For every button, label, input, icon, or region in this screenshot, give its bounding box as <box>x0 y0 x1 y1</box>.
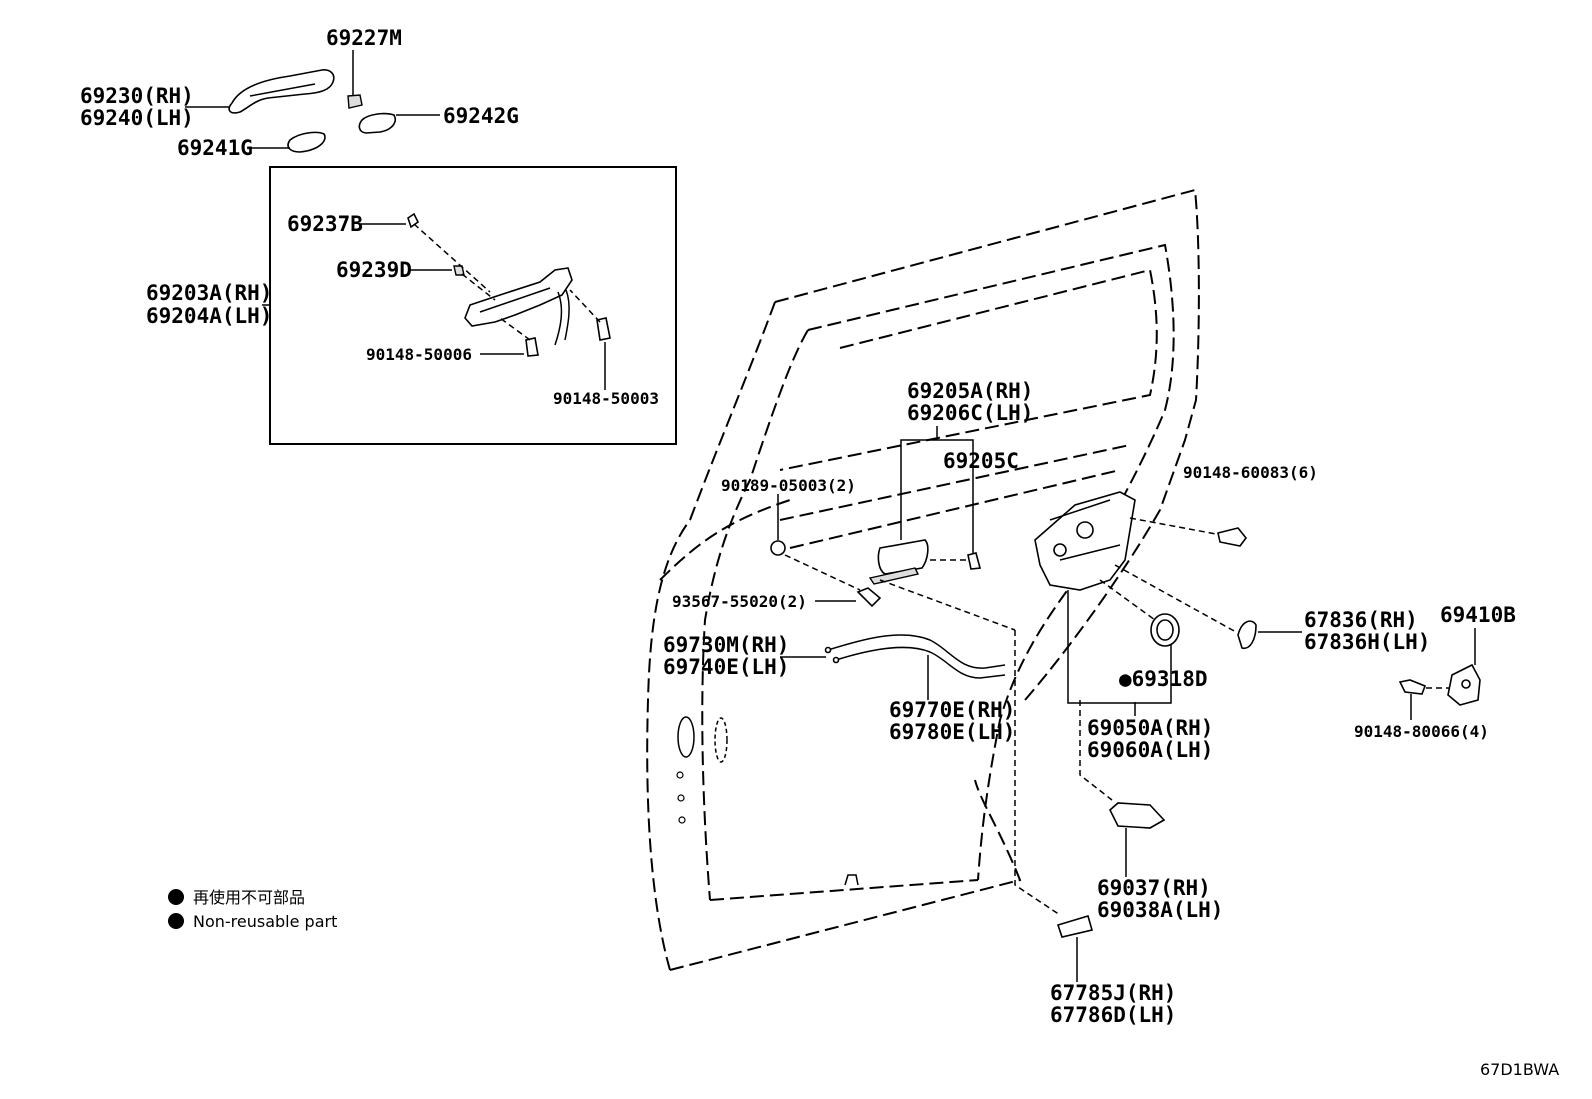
label-67836: 67836(RH) <box>1304 608 1418 632</box>
outside-handle-group <box>185 50 440 153</box>
key-cap-part <box>347 94 363 109</box>
label-69770E: 69770E(RH) <box>889 698 1015 722</box>
screw-93567-part <box>856 587 882 608</box>
label-69037: 69037(RH) <box>1097 876 1211 900</box>
outside-handle-part <box>228 69 335 114</box>
label-69318D: ●69318D <box>1119 667 1208 691</box>
handle-frame-part <box>464 267 573 327</box>
handle-frame-contents <box>262 212 611 390</box>
label-69038A: 69038A(LH) <box>1097 898 1223 922</box>
screw-80066-part <box>1398 679 1427 695</box>
label-69239D: 69239D <box>336 258 412 282</box>
label-69205C: 69205C <box>943 449 1019 473</box>
legend-english: Non-reusable part <box>193 912 337 931</box>
label-90148-50006: 90148-50006 <box>366 345 472 364</box>
label-67836H: 67836H(LH) <box>1304 630 1430 654</box>
inside-handle-part <box>877 539 929 575</box>
door-hole <box>676 771 684 779</box>
label-69241G: 69241G <box>177 136 253 160</box>
cables-group <box>780 634 1006 700</box>
bolt-50006-part <box>525 337 539 357</box>
label-69242G: 69242G <box>443 104 519 128</box>
cap-69237B-part <box>407 212 420 229</box>
label-69730M: 69730M(RH) <box>663 633 789 657</box>
label-69780E: 69780E(LH) <box>889 720 1015 744</box>
door-hole <box>677 794 685 802</box>
non-reusable-bullet-icon <box>168 913 184 929</box>
label-90189-05003: 90189-05003(2) <box>721 476 856 495</box>
cushion-67836-part <box>1237 620 1257 649</box>
label-69205A: 69205A(RH) <box>907 379 1033 403</box>
label-90148-80066: 90148-80066(4) <box>1354 722 1489 741</box>
bolt-50003-part <box>596 317 611 341</box>
legend: 再使用不可部品 Non-reusable part <box>168 888 337 931</box>
label-69203A: 69203A(RH) <box>146 281 272 305</box>
door-hole <box>678 816 686 824</box>
label-69227M: 69227M <box>326 26 402 50</box>
bezel-69205C-part <box>967 552 982 570</box>
door-hole <box>677 716 695 758</box>
door-hole <box>714 717 728 763</box>
label-67786D: 67786D(LH) <box>1050 1003 1176 1027</box>
label-69237B: 69237B <box>287 212 363 236</box>
label-69740E: 69740E(LH) <box>663 655 789 679</box>
label-93567-55020: 93567-55020(2) <box>672 592 807 611</box>
label-69204A: 69204A(LH) <box>146 304 272 328</box>
label-69230: 69230(RH) <box>80 84 194 108</box>
inside-handle-group <box>770 426 982 608</box>
label-90148-50003: 90148-50003 <box>553 389 659 408</box>
non-reusable-bullet-icon <box>168 889 184 905</box>
cover-part <box>358 112 396 134</box>
label-90148-60083: 90148-60083(6) <box>1183 463 1318 482</box>
clip-90189-part <box>770 540 786 556</box>
figure-code: 67D1BWA <box>1480 1060 1559 1079</box>
label-69410B: 69410B <box>1440 603 1516 627</box>
striker-group <box>1398 628 1481 720</box>
door-lock-group <box>879 491 1302 982</box>
door-outline <box>646 188 1200 971</box>
label-69206C: 69206C(LH) <box>907 401 1033 425</box>
screw-60083-part <box>1217 527 1248 547</box>
label-69050A: 69050A(RH) <box>1087 716 1213 740</box>
label-69060A: 69060A(LH) <box>1087 738 1213 762</box>
cover-67785J-part <box>1056 915 1094 938</box>
label-69240: 69240(LH) <box>80 106 194 130</box>
label-67785J: 67785J(RH) <box>1050 981 1176 1005</box>
door-lock-part <box>1034 491 1136 591</box>
legend-japanese: 再使用不可部品 <box>193 888 305 907</box>
inside-lock-part <box>1109 802 1166 829</box>
part-labels: 69227M 69230(RH) 69240(LH) 69242G 69241G… <box>80 26 1516 1027</box>
pad-part <box>287 131 326 153</box>
